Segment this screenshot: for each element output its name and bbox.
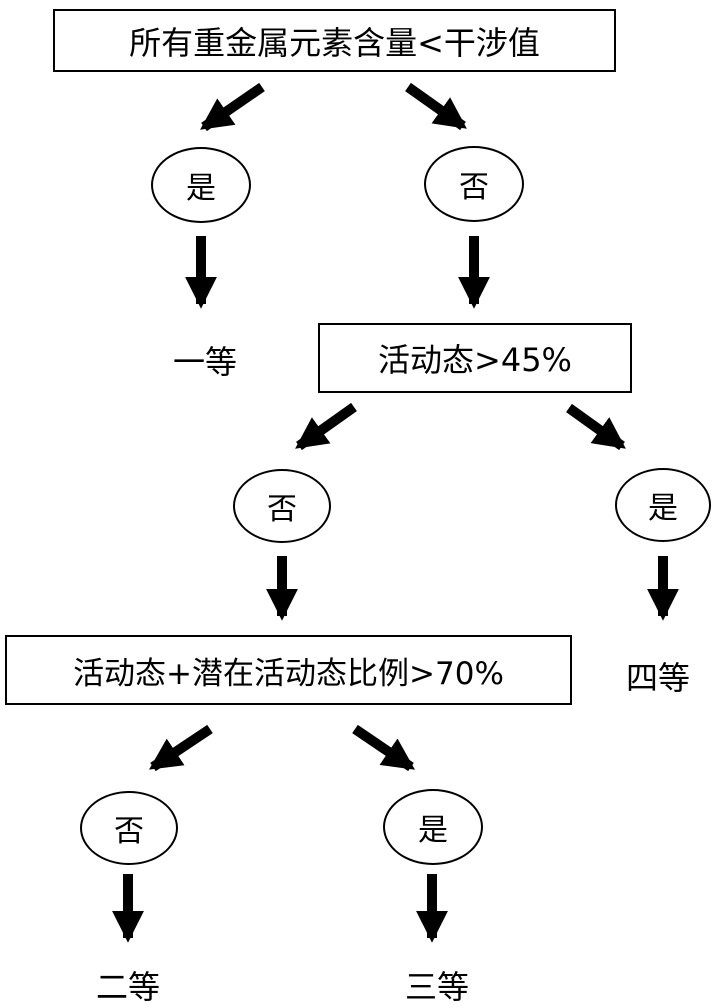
active-no-text: 否 [267,492,297,527]
arrow-combined-to-no [149,724,213,772]
root-no-text: 否 [459,170,489,205]
active-no-oval: 否 [233,469,331,543]
arrow-root-to-no [405,82,467,131]
active-yes-text: 是 [648,491,678,526]
combined-condition-box: 活动态+潜在活动态比例>70% [5,635,572,705]
arrow-active-to-no [295,402,357,451]
grade-1-label: 一等 [172,343,237,381]
combined-no-oval: 否 [80,791,178,865]
root-no-oval: 否 [424,146,524,222]
grade-2-label: 二等 [95,968,160,1006]
arrow-root-to-yes [200,82,265,132]
combined-condition-text: 活动态+潜在活动态比例>70% [73,655,504,692]
combined-no-text: 否 [114,814,144,849]
root-condition-text: 所有重金属元素含量<干涉值 [129,23,540,62]
active-yes-oval: 是 [615,468,711,542]
root-yes-text: 是 [186,171,216,206]
combined-yes-oval: 是 [383,789,483,865]
arrow-combined-to-yes [352,724,415,772]
root-yes-oval: 是 [151,147,251,223]
combined-yes-text: 是 [418,813,448,848]
grade-4-label: 四等 [625,659,690,697]
grade-3-label: 三等 [404,968,469,1006]
active-condition-box: 活动态>45% [318,323,632,393]
active-condition-text: 活动态>45% [378,341,572,379]
root-condition-box: 所有重金属元素含量<干涉值 [53,9,616,72]
arrow-active-to-yes [566,403,626,451]
